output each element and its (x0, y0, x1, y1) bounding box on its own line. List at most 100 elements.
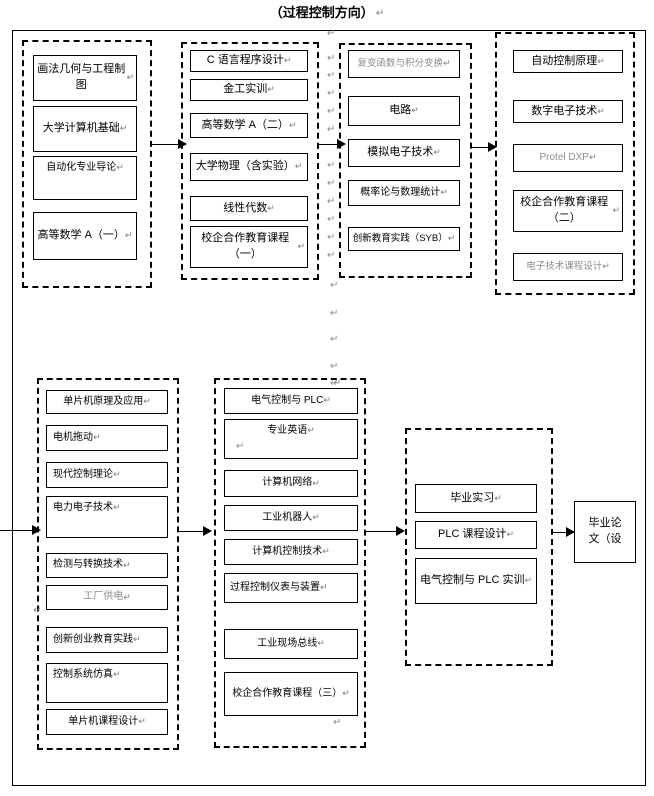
paragraph-mark-icon: ↵ (375, 8, 385, 19)
paragraph-mark-icon: ↵ (442, 58, 451, 69)
course-box[interactable]: 线性代数↵ (190, 196, 308, 221)
course-box[interactable]: 毕业实习↵ (415, 484, 537, 513)
thesis-box[interactable]: 毕业论 文（设 (574, 501, 636, 563)
paragraph-mark-icon: ↵ (267, 202, 275, 213)
course-box[interactable]: 自动控制原理↵ (513, 50, 623, 73)
course-box[interactable]: 电气控制与 PLC 实训↵ (415, 558, 537, 604)
course-box[interactable]: 计算机网络↵ (224, 470, 358, 497)
course-box[interactable]: 模拟电子技术↵ (348, 139, 460, 167)
paragraph-mark-icon: ↵ (602, 261, 610, 272)
course-box[interactable]: 校企合作教育课程（三）↵ (224, 672, 358, 716)
course-label: 模拟电子技术 (367, 146, 434, 159)
course-label: 毕业实习 (450, 491, 495, 504)
course-label: 计算机控制技术 (252, 545, 323, 557)
page-title: （过程控制方向）↵ (0, 2, 654, 21)
arrow-s1-to-s2 (152, 144, 180, 145)
paragraph-mark-icon: ↵ (327, 196, 336, 207)
thesis-label-line2: 文（设 (588, 533, 622, 545)
course-box[interactable]: 电气控制与 PLC↵ (224, 388, 358, 414)
course-box topalign[interactable]: 电机拖动↵ (46, 425, 168, 451)
course-label: 电机拖动 (53, 431, 93, 443)
course-label: 自动化专业导论 (46, 162, 117, 173)
course-box[interactable]: 校企合作教育课程（二）↵ (513, 190, 623, 232)
course-box[interactable]: 过程控制仪表与装置↵ (224, 573, 358, 603)
course-box[interactable]: C 语言程序设计↵ (190, 50, 308, 72)
course-label: 单片机原理及应用 (63, 395, 144, 407)
course-label: 电力电子技术 (53, 502, 113, 513)
paragraph-mark-icon: ↵ (330, 378, 339, 389)
paragraph-mark-icon: ↵ (330, 334, 339, 345)
course-label: 大学物理（含实验） (195, 160, 295, 173)
paragraph-mark-icon: ↵ (327, 28, 336, 39)
paragraph-mark-icon: ↵ (123, 591, 131, 602)
course-label: 概率论与数理统计 (360, 186, 441, 198)
course-box[interactable]: 电路↵ (348, 96, 460, 126)
course-label: Protel DXP (539, 151, 589, 163)
course-label: 校企合作教育课程（二） (520, 196, 609, 224)
course-box[interactable]: 单片机原理及应用↵ (46, 390, 168, 414)
paragraph-mark-icon: ↵ (327, 178, 336, 189)
course-box[interactable]: 自动化专业导论↵ (33, 156, 137, 200)
paragraph-mark-icon: ↵ (116, 162, 124, 172)
paragraph-mark-icon: ↵ (113, 669, 121, 679)
course-box[interactable]: 计算机控制技术↵ (224, 539, 358, 565)
course-box[interactable]: 画法几何与工程制图↵ (33, 55, 137, 101)
paragraph-mark-icon: ↵ (494, 492, 502, 503)
group-semester-3 (339, 43, 472, 278)
page-title-text: （过程控制方向） (269, 5, 374, 20)
paragraph-mark-icon: ↵ (333, 378, 342, 389)
course-box[interactable]: 高等数学 A（二）↵ (190, 113, 308, 138)
paragraph-mark-icon: ↵ (138, 716, 146, 727)
course-box[interactable]: 工业机器人↵ (224, 505, 358, 531)
paragraph-mark-icon: ↵ (330, 308, 339, 319)
course-box[interactable]: 检测与转换技术↵ (46, 553, 168, 578)
arrow-s5-to-s6 (179, 531, 207, 532)
paragraph-mark-icon: ↵ (597, 105, 605, 116)
course-box[interactable]: 创新教育实践（SYB）↵ (348, 227, 460, 251)
course-box[interactable]: 现代控制理论↵ (46, 462, 168, 488)
course-label: 电气控制与 PLC 实训 (419, 574, 525, 587)
course-box[interactable]: 工业现场总线↵ (224, 629, 358, 659)
arrow-s3-to-s4 (470, 147, 494, 148)
course-box[interactable]: 高等数学 A（一）↵ (33, 212, 137, 260)
course-box[interactable]: 大学物理（含实验）↵ (190, 153, 308, 181)
course-box[interactable]: 数字电子技术↵ (513, 100, 623, 123)
course-label: PLC 课程设计 (437, 528, 507, 541)
course-label: 数字电子技术 (531, 104, 598, 117)
course-box[interactable]: 专业英语↵ (224, 419, 358, 459)
group-semester-1 (22, 40, 152, 288)
course-box[interactable]: 复变函数与积分变换↵ (348, 50, 460, 78)
paragraph-mark-icon: ↵ (283, 55, 292, 66)
course-box[interactable]: 概率论与数理统计↵ (348, 180, 460, 206)
course-box[interactable]: 创新创业教育实践↵ (46, 627, 168, 653)
course-box[interactable]: 金工实训↵ (190, 79, 308, 101)
course-box[interactable]: 电子技术课程设计↵ (513, 253, 623, 281)
paragraph-mark-icon: ↵ (124, 230, 133, 241)
course-box[interactable]: 电力电子技术↵ (46, 496, 168, 538)
paragraph-mark-icon: ↵ (327, 106, 336, 117)
course-label: 工业机器人 (262, 511, 313, 523)
course-label: 检测与转换技术 (53, 559, 123, 571)
course-box[interactable]: 工厂供电↵ (46, 585, 168, 610)
paragraph-mark-icon: ↵ (330, 361, 339, 372)
paragraph-mark-icon: ↵ (433, 147, 441, 158)
paragraph-mark-icon: ↵ (294, 161, 303, 172)
paragraph-mark-icon: ↵ (307, 425, 315, 435)
paragraph-mark-icon: ↵ (119, 123, 128, 134)
course-box[interactable]: 控制系统仿真↵ (46, 663, 168, 703)
course-box[interactable]: 校企合作教育课程（一）↵ (190, 226, 308, 268)
diagram-outer-frame (12, 30, 646, 786)
paragraph-mark-icon: ↵ (297, 241, 305, 252)
paragraph-mark-icon: ↵ (342, 688, 350, 699)
course-label: 过程控制仪表与装置 (230, 581, 320, 593)
course-box[interactable]: 单片机课程设计↵ (46, 709, 168, 735)
course-box[interactable]: Protel DXP↵ (513, 144, 623, 172)
paragraph-mark-icon: ↵ (597, 55, 605, 66)
paragraph-mark-icon: ↵ (93, 432, 101, 443)
course-label: 控制系统仿真 (53, 669, 113, 680)
paragraph-mark-icon: ↵ (113, 469, 121, 480)
paragraph-mark-icon: ↵ (333, 717, 342, 728)
course-box[interactable]: PLC 课程设计↵ (415, 521, 537, 549)
paragraph-mark-icon: ↵ (143, 396, 151, 407)
course-box[interactable]: 大学计算机基础↵ (33, 106, 137, 152)
